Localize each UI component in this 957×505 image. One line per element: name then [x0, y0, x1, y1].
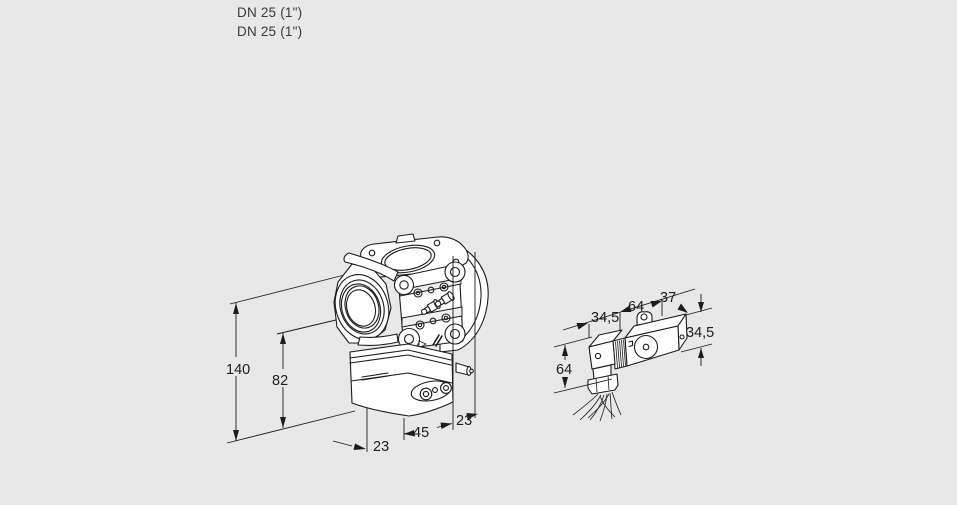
valve-bolt-lobes	[393, 261, 466, 351]
connection-size-line1: DN 25 (1")	[237, 5, 303, 20]
valve-dim-82: 82	[270, 333, 295, 428]
valve-vertical-extensions	[366, 252, 476, 452]
solenoid-coil-face	[633, 334, 659, 360]
dim-label-82: 82	[272, 373, 288, 389]
dim-label-23-left: 23	[373, 439, 389, 455]
solenoid-drawing: 34,5 64 37	[553, 288, 714, 422]
dim-label-34-5-top: 34,5	[591, 310, 619, 326]
flow-triangle-mark	[418, 340, 427, 349]
solenoid-dim-34-5-right: 34,5	[680, 294, 714, 366]
dim-label-64-top: 64	[628, 299, 644, 315]
dim-label-64-left: 64	[556, 362, 572, 378]
connection-size-labels: DN 25 (1") DN 25 (1")	[237, 4, 302, 41]
valve-dim-140: 140	[224, 303, 254, 441]
valve-panel-screws	[413, 282, 451, 330]
solenoid-body-drawing	[572, 311, 688, 422]
flow-slash-mark	[432, 334, 443, 347]
dim-label-140: 140	[226, 362, 250, 378]
valve-drawing: 140 82 23 45 23	[224, 233, 489, 455]
dim-label-34-5-right: 34,5	[686, 325, 714, 341]
dim-label-45: 45	[413, 425, 429, 441]
valve-body-drawing	[333, 233, 489, 417]
valve-test-nipple	[434, 291, 455, 307]
solenoid-dim-64-left: 64	[553, 336, 613, 394]
solenoid-dim-chain: 34,5 64 37	[562, 288, 696, 338]
connection-size-line2: DN 25 (1")	[237, 23, 303, 39]
dim-label-37: 37	[660, 290, 676, 306]
solenoid-connector	[588, 340, 616, 370]
valve-dim-bottom-chain: 23 45 23	[332, 413, 478, 455]
valve-side-spigot	[455, 362, 474, 376]
solenoid-wires	[572, 391, 622, 422]
